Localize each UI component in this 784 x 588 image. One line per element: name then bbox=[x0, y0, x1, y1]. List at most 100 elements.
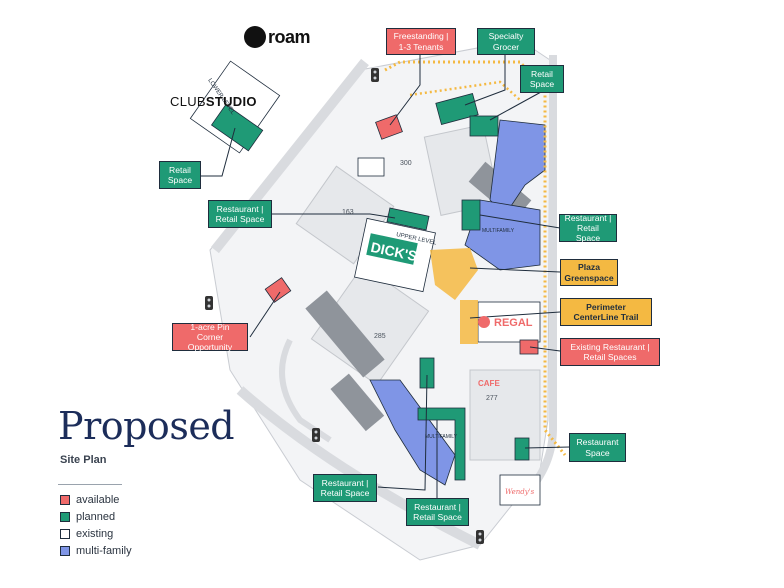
parking-count-label: 285 bbox=[374, 333, 386, 340]
parking-count-label: 277 bbox=[486, 395, 498, 402]
planned-parcel-club bbox=[210, 103, 264, 152]
available-parcel-pin-corner bbox=[264, 277, 292, 303]
callout-restaurant-retail-mid: Restaurant |Retail Space bbox=[208, 200, 272, 228]
callout-line: Perimeter bbox=[586, 301, 626, 312]
planned-parcel-mid bbox=[386, 207, 430, 231]
callout-line: Space bbox=[585, 447, 610, 458]
legend-item-planned: planned bbox=[60, 510, 115, 524]
callout-line: Restaurant | bbox=[216, 203, 264, 214]
parking-garage-small bbox=[330, 373, 385, 432]
callout-line: Greenspace bbox=[564, 272, 614, 283]
legend-item-multi-family: multi-family bbox=[60, 544, 132, 558]
legend-swatch bbox=[60, 529, 70, 539]
legend-item-available: available bbox=[60, 493, 119, 507]
callout-line: Restaurant | bbox=[321, 477, 369, 488]
callout-line: Retail bbox=[169, 164, 191, 175]
multifamily-label: MULTIFAMILY bbox=[482, 228, 515, 234]
callout-line: Restaurant bbox=[576, 437, 619, 448]
multifamily-south bbox=[369, 379, 456, 486]
planned-parcel-top-right bbox=[469, 115, 499, 137]
page-title: Proposed bbox=[58, 404, 235, 448]
plaza-greenspace-area bbox=[430, 248, 478, 300]
regal-logo-mark bbox=[478, 316, 490, 328]
callout-line: Grocer bbox=[492, 41, 520, 52]
callout-line: Retail Space bbox=[575, 222, 601, 244]
callout-line: Freestanding | bbox=[393, 31, 449, 42]
parking-count-label: 300 bbox=[400, 160, 412, 167]
perimeter-trail-north bbox=[409, 80, 521, 101]
wendys-brand: Wendy's bbox=[505, 488, 535, 496]
callout-line: Retail Space bbox=[215, 214, 265, 224]
callout-line: Restaurant | bbox=[564, 212, 612, 223]
callout-line: CenterLine Trail bbox=[573, 312, 639, 322]
legend-divider bbox=[58, 484, 122, 485]
roam-logo: roam bbox=[244, 26, 311, 48]
legend-label: existing bbox=[76, 528, 114, 540]
page-subtitle: Site Plan bbox=[60, 454, 107, 466]
callout-line: Specialty bbox=[488, 31, 524, 42]
traffic-signal-west bbox=[205, 296, 213, 310]
cafe-brand: CAFE bbox=[478, 379, 500, 388]
callout-freestanding: Freestanding |1-3 Tenants bbox=[386, 28, 456, 55]
legend-label: planned bbox=[76, 511, 116, 523]
callout-line: Retail Space bbox=[320, 488, 370, 498]
available-parcel-freestanding bbox=[375, 114, 403, 140]
callout-line: 1-3 Tenants bbox=[398, 41, 444, 52]
club-studio-building bbox=[189, 60, 281, 154]
callout-line: Retail Spaces bbox=[583, 352, 637, 362]
legend-swatch bbox=[60, 512, 70, 522]
legend-swatch bbox=[60, 546, 70, 556]
callout-line: 1-acre Pin Corner bbox=[190, 321, 230, 342]
callout-line: Plaza bbox=[578, 262, 600, 273]
club-word: CLUB bbox=[170, 94, 206, 109]
plaza-strip bbox=[460, 300, 478, 344]
parking-garage-large bbox=[305, 290, 385, 378]
planned-parcel-south-b bbox=[417, 407, 466, 481]
traffic-signal-south bbox=[476, 530, 484, 544]
planned-parcel-east bbox=[461, 199, 481, 231]
legend-label: multi-family bbox=[76, 545, 132, 557]
traffic-signal-north bbox=[371, 68, 379, 82]
callout-restaurant-retail-bottom2: Restaurant |Retail Space bbox=[406, 498, 469, 526]
callout-line: Space bbox=[529, 79, 555, 89]
dicks-sign bbox=[366, 233, 418, 265]
roam-logo-mark bbox=[244, 26, 266, 48]
roam-wordmark: roam bbox=[268, 26, 311, 47]
multifamily-label: MULTIFAMILY bbox=[425, 434, 458, 440]
club-studio-logo: CLUBSTUDIO bbox=[170, 94, 257, 109]
callout-line: Space bbox=[167, 175, 193, 185]
legend-label: available bbox=[76, 494, 120, 506]
regal-brand: REGAL bbox=[494, 317, 533, 329]
available-parcel-existing-restaurant bbox=[519, 339, 539, 355]
callout-line: Restaurant | bbox=[414, 501, 461, 512]
chickfila-building bbox=[357, 157, 385, 177]
curved-ramp bbox=[279, 338, 332, 443]
multifamily-east bbox=[464, 199, 541, 271]
callout-restaurant-retail-right: Restaurant |Retail Space bbox=[559, 212, 617, 244]
parking-lot-285 bbox=[310, 264, 430, 386]
studio-word: STUDIO bbox=[205, 94, 257, 109]
multifamily-northeast bbox=[489, 119, 546, 216]
callout-line: Existing Restaurant | bbox=[570, 341, 650, 352]
traffic-signal-southwest bbox=[312, 428, 320, 442]
parking-count-label: 163 bbox=[342, 209, 354, 216]
planned-parcel-southeast bbox=[514, 437, 530, 461]
callout-line: Retail bbox=[531, 68, 553, 79]
wendys-building bbox=[499, 474, 541, 506]
callout-existing-restaurant: Existing Restaurant |Retail Spaces bbox=[560, 338, 660, 366]
callout-line: Opportunity bbox=[187, 342, 233, 353]
legend-swatch bbox=[60, 495, 70, 505]
planned-parcel-grocer bbox=[435, 92, 479, 126]
callout-line: Retail Space bbox=[413, 512, 462, 522]
legend-item-existing: existing bbox=[60, 527, 113, 541]
callout-restaurant-retail-bottom1: Restaurant |Retail Space bbox=[313, 474, 377, 502]
